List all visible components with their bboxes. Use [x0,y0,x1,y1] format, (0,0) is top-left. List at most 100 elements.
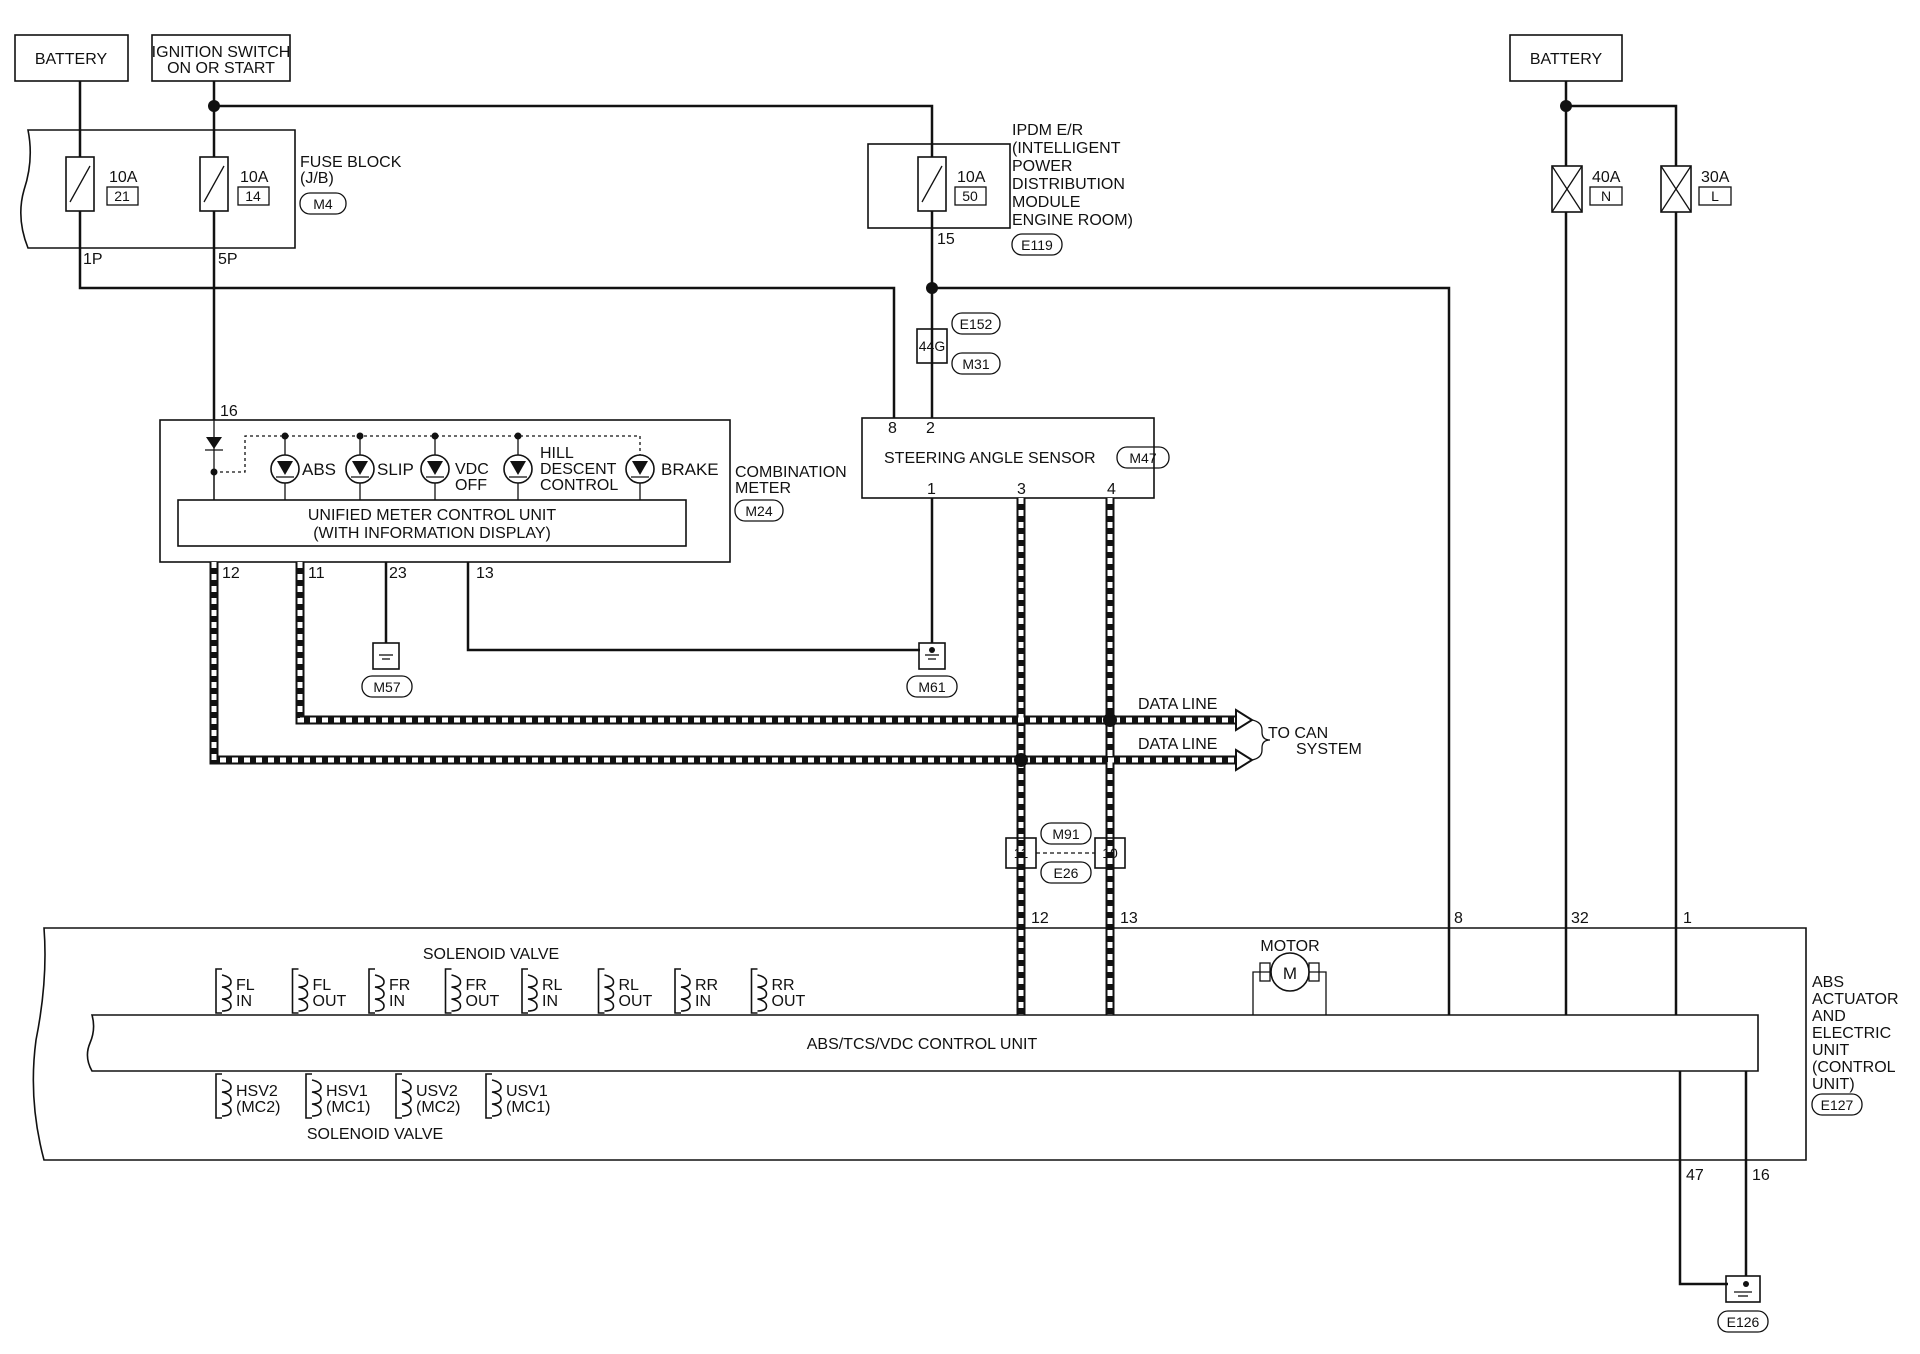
combo-label-1: COMBINATION [735,464,847,481]
jc-e26-badge [1040,861,1092,884]
abs-actuator-outline [32,927,1807,1161]
motor-m: M [1283,964,1297,983]
lamp-slip-label: SLIP [377,460,414,479]
abs-pin47: 47 [1686,1167,1704,1184]
valve-bottom-coil-icon [215,1073,232,1119]
wire-abs47-ground [1678,1071,1728,1286]
term-1p: 1P [83,251,103,268]
actuator-label-4: ELECTRIC [1812,1025,1891,1042]
sas-pin3: 3 [1017,481,1026,498]
control-unit-box [86,1014,1759,1072]
valve-bottom-label-1: HSV2 [236,1083,278,1100]
lamp-hill-label-1: HILL [540,445,574,462]
fuse-l-num-box [1698,186,1732,206]
valve-top-label-1: RR [695,977,718,994]
can-junction-1 [1014,753,1028,767]
valve-top-coil-icon [674,968,691,1014]
solenoid-top-label: SOLENOID VALVE [423,946,559,963]
fuse-l-num: L [1711,188,1719,204]
abs-pin8: 8 [1454,910,1463,927]
actuator-conn: E127 [1821,1097,1854,1113]
ignition-switch-label-1: IGNITION SWITCH [152,44,291,61]
valve-top-coil-icon [750,968,768,1014]
valve-top-label-1: FL [313,977,332,994]
data-line-1: DATA LINE [1138,696,1217,713]
lamp-abs-label: ABS [302,460,336,479]
unified-meter-control-unit [177,499,687,547]
fuse-40a-n [1551,165,1583,213]
ipdm-conn-badge [1011,233,1063,256]
fuse-50 [917,156,947,212]
valve-bottom-coil-icon [485,1073,502,1119]
combo-conn-badge [734,499,784,522]
fuse-50-num: 50 [962,188,978,204]
conn-e152: E152 [960,316,993,332]
wire-1p-to-sas8 [78,211,896,418]
sas-conn: M47 [1129,450,1156,466]
ground-m57: M57 [373,679,400,695]
jc-m91: M91 [1052,826,1079,842]
valve-bottom-label-1: USV2 [416,1083,458,1100]
meter-pin23: 23 [389,565,407,582]
fuse-21-amp: 10A [109,169,138,186]
umcu-label-1: UNIFIED METER CONTROL UNIT [308,507,557,524]
valve-top-coil-icon [597,968,615,1014]
valve-top-label-2: OUT [466,993,500,1010]
fuse-30a-l [1660,165,1692,213]
fuse-14-num-box [237,186,270,206]
valve-top-coil-icon [444,968,462,1014]
can-junction-2 [1103,713,1117,727]
valve-bottom-label-1: USV1 [506,1083,548,1100]
fuse-50-amp: 10A [957,169,986,186]
wire-ipdm-to-abs8 [932,286,1451,1015]
ground-e126: E126 [1727,1314,1760,1330]
ground-e126-icon [1725,1275,1761,1303]
meter-pin16: 16 [220,403,238,420]
valve-bottom-label-2: (MC1) [506,1099,550,1116]
fuse-n-num-box [1589,186,1623,206]
fuse-n-amp: 40A [1592,169,1621,186]
fuse-14-amp: 10A [240,169,269,186]
lamp-hill-label-2: DESCENT [540,461,617,478]
meter-lamp-bus [214,435,641,473]
ipdm-label-6: ENGINE ROOM) [1012,212,1133,229]
ipdm-conn: E119 [1021,237,1053,253]
meter-pin11: 11 [308,565,325,582]
can-arrow-icons [1235,708,1254,772]
valve-top-label-1: FL [236,977,255,994]
lamp-vdc-off-icon [420,432,450,500]
steering-angle-sensor-box [861,417,1155,499]
ground-e126-badge [1717,1310,1769,1333]
jc-10: 10 [1102,845,1118,861]
conn-44g-box [916,328,948,364]
valve-top-label-1: FR [466,977,487,994]
abs-pin12: 12 [1031,910,1049,927]
ipdm-label-4: DISTRIBUTION [1012,176,1125,193]
lamp-vdc-label-2: OFF [455,477,487,494]
motor-icon [1252,952,1327,1015]
abs-pin1: 1 [1683,910,1692,927]
abs-pin13: 13 [1120,910,1138,927]
fuse-21-num: 21 [114,188,130,204]
valve-top-label-2: OUT [619,993,653,1010]
valve-top-coil-icon [521,968,538,1014]
sas-pin8: 8 [888,420,897,437]
valve-top-label-2: OUT [313,993,347,1010]
lamp-vdc-label-1: VDC [455,461,489,478]
combo-conn: M24 [745,503,772,519]
lamp-hill-label-3: CONTROL [540,477,618,494]
valve-bottom-label-2: (MC1) [326,1099,370,1116]
solenoid-bottom-label: SOLENOID VALVE [307,1126,443,1143]
valve-top-coil-icon [215,968,232,1014]
conn-m31: M31 [962,356,989,372]
valve-bottom-coil-icon [305,1073,322,1119]
valve-top-label-1: FR [389,977,410,994]
to-can-1: TO CAN [1268,725,1328,742]
control-unit-label: ABS/TCS/VDC CONTROL UNIT [807,1036,1038,1053]
ipdm-label-3: POWER [1012,158,1072,175]
ipdm-label-5: MODULE [1012,194,1080,211]
junction-ign [208,100,220,112]
valve-top-coil-icon [291,968,309,1014]
abs-pin16: 16 [1752,1167,1770,1184]
